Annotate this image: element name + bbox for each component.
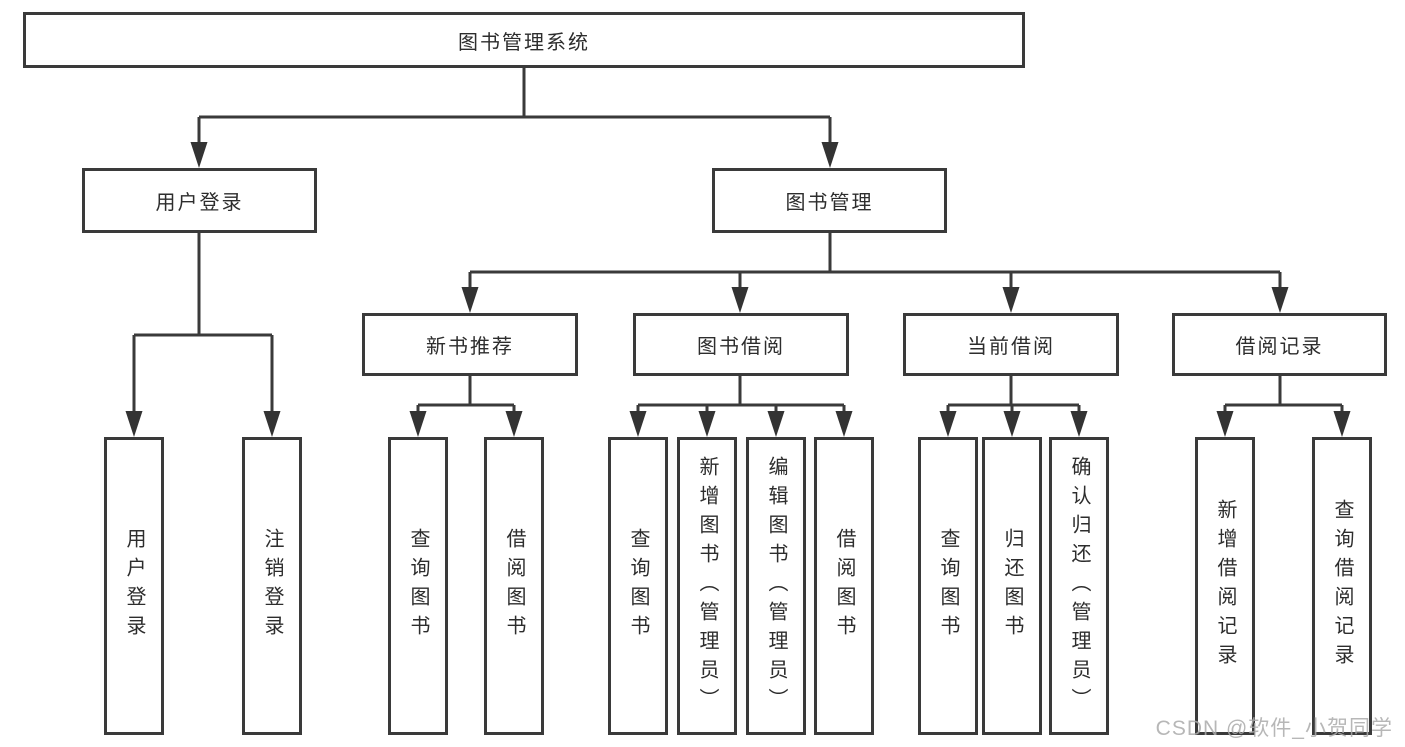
watermark: CSDN @软件_小贺同学 [1155, 717, 1393, 740]
node-borrow-books: 借阅图书 [484, 437, 544, 735]
node-label: 编辑图书（管理员） [765, 455, 787, 717]
node-label: 当前借阅 [967, 336, 1055, 358]
node-label: 查询图书 [627, 528, 649, 644]
node-add-borrow-record: 新增借阅记录 [1195, 437, 1255, 735]
node-label: 借阅图书 [503, 528, 525, 644]
connector-lines [132, 67, 1344, 416]
node-label: 图书管理 [785, 192, 874, 214]
node-label: 注销登录 [261, 528, 283, 644]
node-add-books-admin: 新增图书（管理员） [677, 437, 737, 735]
node-label: 图书管理系统 [458, 31, 590, 54]
node-new-book-recommend: 新书推荐 [362, 313, 578, 376]
node-label: 用户登录 [155, 192, 244, 214]
node-label: 新增借阅记录 [1214, 499, 1236, 673]
node-label: 确认归还（管理员） [1068, 455, 1090, 717]
node-query-books: 查询图书 [388, 437, 448, 735]
node-current-borrowing: 当前借阅 [903, 313, 1119, 376]
node-label: 借阅图书 [833, 528, 855, 644]
node-edit-books-admin: 编辑图书（管理员） [746, 437, 806, 735]
node-borrow-books: 借阅图书 [814, 437, 874, 735]
node-label: 新增图书（管理员） [696, 455, 718, 717]
node-label: 归还图书 [1001, 528, 1023, 644]
node-borrowing-records: 借阅记录 [1172, 313, 1387, 376]
arrowheads [125, 142, 1351, 437]
node-query-borrow-record: 查询借阅记录 [1312, 437, 1372, 735]
node-return-books: 归还图书 [982, 437, 1042, 735]
node-label: 新书推荐 [426, 336, 514, 358]
node-system-root: 图书管理系统 [23, 12, 1025, 68]
node-user-login: 用户登录 [82, 168, 317, 233]
node-label: 查询借阅记录 [1331, 499, 1353, 673]
node-user-login-leaf: 用户登录 [104, 437, 164, 735]
node-label: 查询图书 [937, 528, 959, 644]
node-label: 用户登录 [123, 528, 145, 644]
node-label: 图书借阅 [697, 336, 785, 358]
node-book-management: 图书管理 [712, 168, 947, 233]
node-logout: 注销登录 [242, 437, 302, 735]
node-label: 查询图书 [407, 528, 429, 644]
node-query-books: 查询图书 [608, 437, 668, 735]
node-book-borrowing: 图书借阅 [633, 313, 849, 376]
node-label: 借阅记录 [1235, 336, 1324, 358]
node-confirm-return-admin: 确认归还（管理员） [1049, 437, 1109, 735]
node-query-books: 查询图书 [918, 437, 978, 735]
